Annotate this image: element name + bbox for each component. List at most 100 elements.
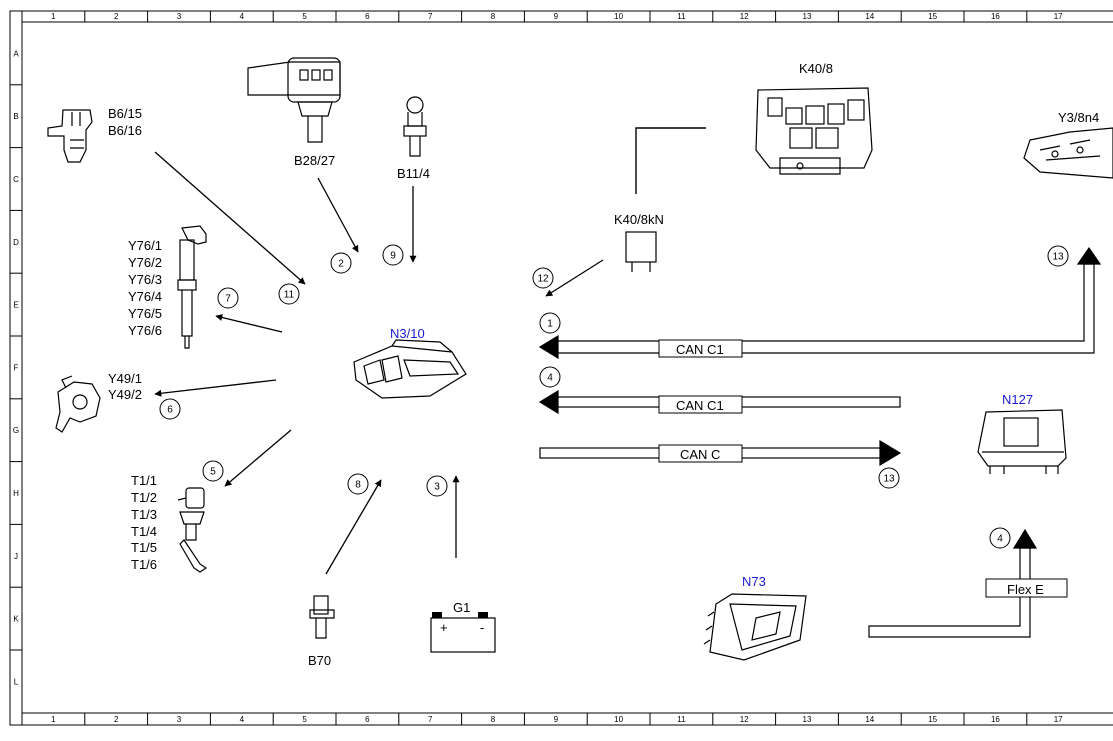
k40-8kn-connector-line — [635, 127, 706, 194]
marker-circle-m9 — [382, 244, 404, 266]
marker-number-m3: 3 — [434, 482, 440, 493]
b11-label: B11/4 — [397, 166, 430, 181]
marker-number-m6: 6 — [167, 405, 173, 416]
y49-adjuster-icon — [55, 375, 101, 433]
b70-label: B70 — [308, 653, 331, 668]
ruler-top-column-number: 11 — [677, 12, 686, 21]
marker-circle-m13a — [1047, 245, 1069, 267]
ruler-bottom-column-number: 17 — [1054, 715, 1063, 724]
ruler-left-row-letter: B — [13, 112, 18, 121]
t1-label-2: T1/2 — [131, 490, 157, 505]
ruler-bottom-column-number: 10 — [614, 715, 623, 724]
ruler-bottom-column-number: 11 — [677, 715, 686, 724]
k40-8kn-label: K40/8kN — [614, 212, 664, 227]
b28-label: B28/27 — [294, 153, 335, 168]
g1-plus-sign: + — [440, 620, 448, 635]
marker-number-m13a: 13 — [1052, 252, 1064, 263]
ruler-bottom-column-number: 12 — [740, 715, 749, 724]
marker-number-m4a: 4 — [547, 373, 553, 384]
ruler-top-column-number: 4 — [240, 12, 245, 21]
can-c-label-box — [658, 444, 743, 463]
ruler-left-row-letter: G — [13, 426, 19, 435]
can-c1-top-label-box — [658, 339, 743, 358]
g1-label: G1 — [453, 600, 470, 615]
marker-circle-m8 — [347, 473, 369, 495]
y76-label-3: Y76/3 — [128, 272, 162, 287]
ruler-bottom-column-number: 16 — [991, 715, 1000, 724]
marker-number-m8: 8 — [355, 480, 361, 491]
n3-10-label: N3/10 — [390, 326, 425, 341]
y76-label-1: Y76/1 — [128, 238, 162, 253]
marker-number-m1: 1 — [547, 319, 553, 330]
t1-label-5: T1/5 — [131, 540, 157, 555]
b6-sensor-icon — [47, 109, 93, 163]
ruler-top-column-number: 3 — [177, 12, 182, 21]
t1-label-6: T1/6 — [131, 557, 157, 572]
ruler-top-column-number: 10 — [614, 12, 623, 21]
ruler-bottom-column-number: 4 — [240, 715, 245, 724]
ruler-bottom-column-number: 14 — [865, 715, 874, 724]
marker-number-m2: 2 — [338, 259, 344, 270]
ruler-left-row-letter: A — [13, 49, 19, 58]
ruler-left-row-letter: J — [14, 552, 18, 561]
b70-sensor-icon — [309, 595, 335, 639]
g1-battery-icon — [430, 612, 496, 653]
marker-circle-m1 — [539, 312, 561, 334]
ruler-top-column-number: 15 — [928, 12, 937, 21]
flex-e-label: Flex E — [1007, 582, 1044, 597]
b11-sensor-icon — [403, 96, 427, 157]
ruler-top-column-number: 16 — [991, 12, 1000, 21]
ruler-bottom-column-number: 15 — [928, 715, 937, 724]
ruler-bottom-column-number: 2 — [114, 715, 119, 724]
marker-circle-m2 — [330, 252, 352, 274]
ruler-bottom-column-number: 9 — [554, 715, 559, 724]
y3-label: Y3/8n4 — [1058, 110, 1099, 125]
can-c1-mid-label: CAN C1 — [676, 398, 724, 413]
can-c1-top-bus — [538, 246, 1102, 360]
flex-e-label-box — [985, 578, 1068, 598]
ruler-left-row-letter: C — [13, 175, 19, 184]
ruler-bottom-column-number: 5 — [302, 715, 307, 724]
g1-minus-sign: - — [480, 620, 484, 635]
marker-number-m11: 11 — [284, 290, 295, 301]
ruler-left-row-letter: K — [13, 615, 19, 624]
ruler-top-column-number: 14 — [865, 12, 874, 21]
k40-8-relay-box-icon — [755, 87, 873, 175]
ruler-top-column-number: 9 — [554, 12, 559, 21]
marker-number-m5: 5 — [210, 467, 216, 478]
marker-circle-m12 — [532, 267, 554, 289]
outer-frame — [9, 10, 1113, 726]
b28-sensor-icon — [247, 57, 341, 143]
arrow-b6-to-n3 — [154, 151, 306, 285]
y76-label-6: Y76/6 — [128, 323, 162, 338]
flex-e-bus — [868, 528, 1038, 638]
marker-circle-m4a — [539, 366, 561, 388]
n3-10-ecu-icon — [353, 339, 467, 399]
can-c-label: CAN C — [680, 447, 720, 462]
can-c1-mid-label-box — [658, 395, 743, 414]
marker-number-m7: 7 — [225, 294, 231, 305]
ruler-bottom-column-number: 8 — [491, 715, 496, 724]
b6-label-2: B6/16 — [108, 123, 142, 138]
n127-label: N127 — [1002, 392, 1033, 407]
marker-circle-m6 — [159, 398, 181, 420]
t1-label-3: T1/3 — [131, 507, 157, 522]
k40-8kn-relay-icon — [625, 231, 657, 272]
ruler-left-row-letter: H — [13, 489, 19, 498]
ruler-top-column-number: 17 — [1054, 12, 1063, 21]
y76-label-4: Y76/4 — [128, 289, 162, 304]
marker-number-m9: 9 — [390, 251, 396, 262]
y3-control-unit-icon — [1023, 127, 1113, 179]
arrow-b70-to-n3 — [325, 479, 382, 575]
marker-number-m12: 12 — [537, 274, 549, 285]
can-c1-top-label: CAN C1 — [676, 342, 724, 357]
y49-label-1: Y49/1 — [108, 371, 142, 386]
n73-label: N73 — [742, 574, 766, 589]
ruler-left-row-letter: D — [13, 238, 19, 247]
t1-label-4: T1/4 — [131, 524, 157, 539]
arrow-b28-to-n3 — [317, 177, 359, 253]
